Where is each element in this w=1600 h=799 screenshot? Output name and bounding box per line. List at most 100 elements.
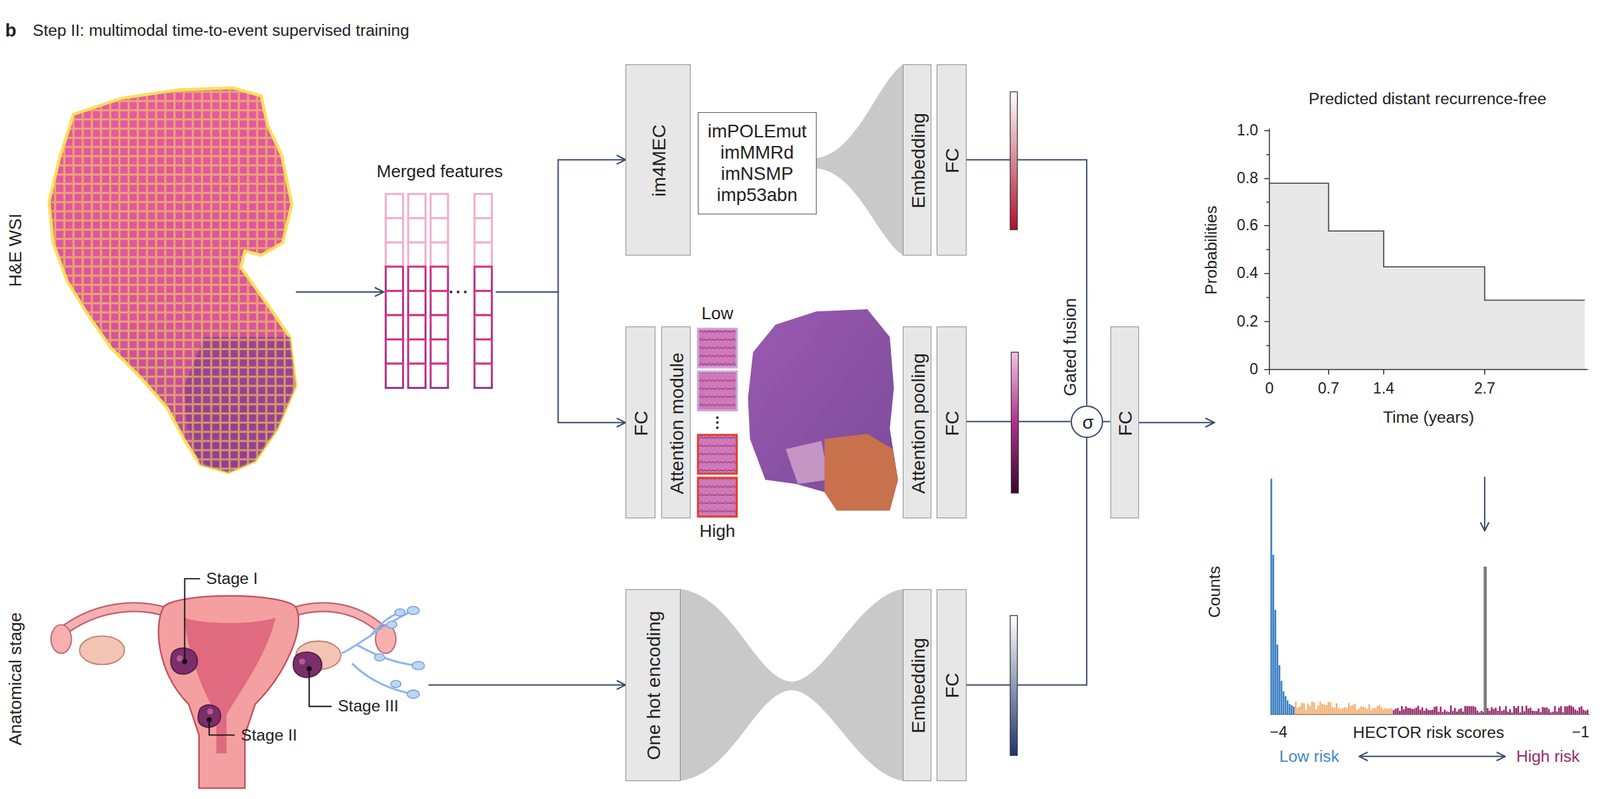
histogram-bar <box>1311 701 1314 715</box>
vertical-label: FC <box>1115 410 1135 436</box>
histogram-bar <box>1435 705 1438 715</box>
wsi-tissue <box>49 87 296 473</box>
leader-line <box>184 578 200 662</box>
leader-line <box>309 668 332 707</box>
survival-plot <box>1269 183 1585 300</box>
histogram-bar <box>1474 707 1477 715</box>
histogram-bar <box>1545 707 1548 715</box>
vertical-label: Attention module <box>667 352 686 494</box>
leader-dot <box>206 717 212 723</box>
histogram-bar <box>1364 707 1367 715</box>
feature-cell <box>474 266 492 292</box>
risk-histogram <box>1270 478 1589 714</box>
uterus-illustration <box>285 606 381 628</box>
histogram-bar <box>1315 709 1318 715</box>
feature-columns <box>457 290 460 294</box>
feature-stack: Merged features <box>383 161 496 391</box>
histogram-bar <box>1421 707 1424 715</box>
uterus-illustration <box>170 647 322 728</box>
histogram-bar <box>1415 707 1418 714</box>
histogram-bar <box>1539 711 1542 715</box>
histogram-bar <box>1519 711 1522 714</box>
histogram-bar <box>1495 707 1498 714</box>
feature-cell <box>430 315 448 340</box>
attention-high: High <box>699 521 736 541</box>
vertical-label: im4MEC <box>649 124 668 197</box>
histogram-bar <box>1339 709 1342 715</box>
feature-cell <box>407 290 426 316</box>
histogram-bar <box>1572 706 1575 714</box>
survival-plot <box>1268 369 1271 375</box>
feature-cell <box>474 363 492 389</box>
feature-cell <box>385 290 403 316</box>
tick-label: −1 <box>1572 724 1590 741</box>
vertical-label: Attention pooling <box>908 352 928 494</box>
histogram-bar <box>1391 707 1394 715</box>
histogram-bar <box>1576 710 1579 715</box>
feature-cell <box>474 242 492 267</box>
histogram-bar <box>1431 709 1434 714</box>
histogram-bar <box>1550 711 1553 714</box>
wsi-tissue <box>49 87 296 473</box>
connector <box>428 683 626 686</box>
patch-column <box>715 421 719 424</box>
survival-plot <box>1266 153 1270 156</box>
histogram-bar <box>1552 711 1555 715</box>
histogram-bar <box>1402 709 1405 715</box>
histogram-bar <box>1384 707 1387 715</box>
axis-title: Probabilities <box>1201 205 1220 295</box>
vertical-label: Embedding <box>908 112 928 209</box>
histogram-bar <box>1460 707 1463 714</box>
embedding-bar <box>1010 352 1019 493</box>
node-label: σ <box>1082 413 1094 432</box>
feature-cell <box>407 315 426 340</box>
feature-columns <box>385 193 492 388</box>
risk-histogram <box>1483 476 1486 531</box>
histogram-bar <box>1582 709 1585 714</box>
histogram-bar <box>1586 709 1589 714</box>
histogram-bar <box>1321 703 1324 715</box>
histogram-bar <box>1501 710 1504 715</box>
uterus-illustration <box>285 606 381 628</box>
patch-column <box>715 415 719 419</box>
histogram-bar <box>1548 708 1551 714</box>
layer-box: Attention pooling <box>902 326 932 519</box>
feature-cell <box>474 315 492 340</box>
histogram-bar <box>1294 701 1297 715</box>
histogram-bar <box>1335 703 1338 715</box>
connector <box>966 437 1088 685</box>
histogram-bar <box>1302 703 1305 715</box>
leader-line <box>184 578 332 735</box>
histogram-bar <box>1298 706 1301 715</box>
list-stack: imPOLEmutimMMRdimNSMPimp53abn <box>707 120 807 205</box>
survival-plot <box>1266 297 1270 299</box>
feature-cell <box>430 338 448 364</box>
histogram-bar <box>1558 707 1561 714</box>
histogram-bar <box>1337 707 1340 714</box>
tick-label: 0 <box>1249 360 1259 378</box>
feature-cell <box>430 242 448 267</box>
histogram-bar <box>1284 695 1287 715</box>
uterus-illustration <box>79 635 125 665</box>
histogram-bar <box>1452 710 1455 714</box>
histogram-bar <box>1427 709 1430 715</box>
axis-title: HECTOR risk scores <box>1353 723 1505 742</box>
histogram-bar <box>1282 691 1285 715</box>
histogram-bar <box>1478 712 1481 715</box>
histogram-bar <box>1307 703 1310 715</box>
feature-cell <box>407 363 426 389</box>
uterus-illustration <box>293 652 322 678</box>
uterus-illustration <box>411 661 424 670</box>
uterus-illustration <box>67 606 174 628</box>
embedding-funnel <box>816 64 904 256</box>
tick-label: −4 <box>1269 724 1287 741</box>
histogram-bar <box>1456 711 1459 715</box>
uterus-illustration <box>394 608 405 617</box>
histogram-bar <box>1470 705 1473 715</box>
histogram-bar <box>1353 703 1356 715</box>
feature-cell <box>430 193 448 219</box>
layer-box: FC <box>1110 326 1139 519</box>
histogram-bar <box>1503 709 1506 715</box>
histogram-bar <box>1317 705 1320 715</box>
histogram-bar <box>1370 709 1373 715</box>
